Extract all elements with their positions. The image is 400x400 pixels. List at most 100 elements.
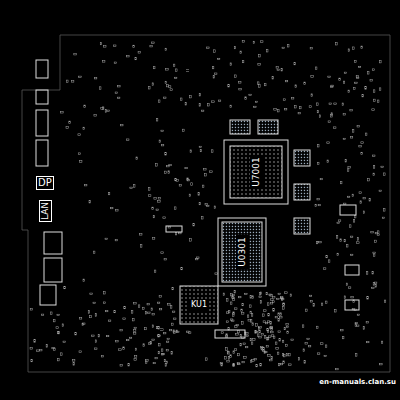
smd-pad [316, 241, 318, 244]
smd-pad [368, 178, 370, 181]
smd-pad [156, 119, 158, 122]
smd-pad [105, 238, 108, 240]
smd-pad [278, 293, 281, 295]
smd-pad [281, 298, 283, 301]
smd-pad [255, 101, 257, 103]
smd-pad [94, 77, 97, 79]
smd-pad [294, 62, 296, 64]
smd-pad [191, 183, 193, 186]
smd-pad [180, 98, 182, 101]
smd-pad [317, 198, 320, 200]
smd-pad [147, 303, 150, 305]
smd-pad [158, 198, 161, 200]
smd-pad [259, 54, 261, 57]
smd-pad [350, 254, 353, 256]
smd-pad [234, 46, 236, 49]
smd-pad [205, 204, 208, 206]
smd-pad [134, 303, 137, 305]
smd-pad [127, 55, 129, 57]
smd-pad [207, 47, 210, 49]
smd-pad [242, 41, 245, 43]
smd-pad [353, 47, 355, 50]
smd-pad [331, 86, 334, 88]
smd-pad [270, 303, 273, 305]
smd-pad [317, 326, 319, 329]
smd-pad [302, 325, 304, 328]
smd-pad [123, 347, 125, 350]
smd-pad [342, 336, 344, 339]
smd-pad [373, 90, 375, 93]
smd-pad [193, 223, 195, 226]
smd-pad [335, 310, 337, 313]
smd-pad [202, 185, 204, 188]
smd-pad [190, 95, 192, 98]
smd-pad [277, 298, 280, 300]
smd-pad [384, 300, 386, 303]
smd-pad [373, 283, 375, 286]
smd-pad [131, 311, 133, 314]
smd-pad [372, 271, 374, 274]
smd-pad [84, 184, 87, 186]
smd-pad [200, 149, 202, 152]
smd-pad [323, 268, 326, 270]
smd-pad [353, 220, 355, 223]
smd-pad [121, 124, 124, 126]
smd-pad [74, 53, 77, 55]
smd-pad [101, 355, 104, 357]
smd-pad [260, 41, 263, 43]
smd-pad [39, 349, 42, 351]
smd-pad [173, 330, 175, 333]
smd-pad [340, 181, 342, 184]
smd-pad [135, 57, 137, 60]
smd-pad [367, 297, 369, 300]
smd-pad [284, 327, 286, 330]
smd-pad [253, 339, 256, 341]
smd-pad [165, 81, 167, 84]
smd-pad [342, 103, 344, 106]
smd-pad [161, 144, 164, 146]
smd-pad [305, 343, 308, 345]
smd-pad [146, 360, 149, 362]
smd-pad [116, 210, 119, 212]
smd-pad [365, 87, 367, 90]
smd-pad [187, 331, 190, 333]
smd-pad [152, 42, 155, 44]
smd-pad [357, 314, 360, 316]
smd-pad [130, 187, 133, 189]
smd-pad [291, 98, 294, 100]
smd-pad [283, 99, 286, 101]
smd-pad [206, 358, 208, 361]
smd-pad [152, 339, 155, 341]
smd-pad [321, 343, 324, 345]
smd-pad [152, 207, 154, 210]
smd-pad [233, 363, 235, 366]
smd-pad [247, 315, 249, 318]
smd-pad [234, 308, 237, 310]
smd-pad [88, 311, 90, 314]
connector-label: LAN [39, 200, 52, 222]
smd-pad [181, 267, 183, 270]
smd-pad [252, 296, 254, 299]
smd-pad [321, 303, 323, 306]
smd-pad [174, 77, 177, 79]
smd-pad [298, 112, 301, 114]
smd-pad [46, 345, 48, 348]
smd-pad [276, 67, 279, 69]
smd-pad [329, 103, 332, 105]
smd-pad [212, 66, 214, 69]
smd-pad [150, 45, 153, 47]
smd-pad [320, 178, 323, 180]
smd-pad [267, 328, 269, 331]
smd-pad [331, 85, 334, 87]
smd-pad [275, 342, 277, 345]
smd-pad [289, 364, 292, 366]
smd-pad [256, 324, 257, 327]
smd-pad [133, 185, 135, 188]
smd-pad [283, 307, 285, 310]
smd-pad [228, 352, 230, 355]
smd-pad [230, 302, 232, 305]
smd-pad [190, 239, 192, 242]
smd-pad [236, 324, 239, 326]
smd-pad [245, 97, 247, 100]
watermark: en-manuals.clan.su [319, 378, 396, 386]
